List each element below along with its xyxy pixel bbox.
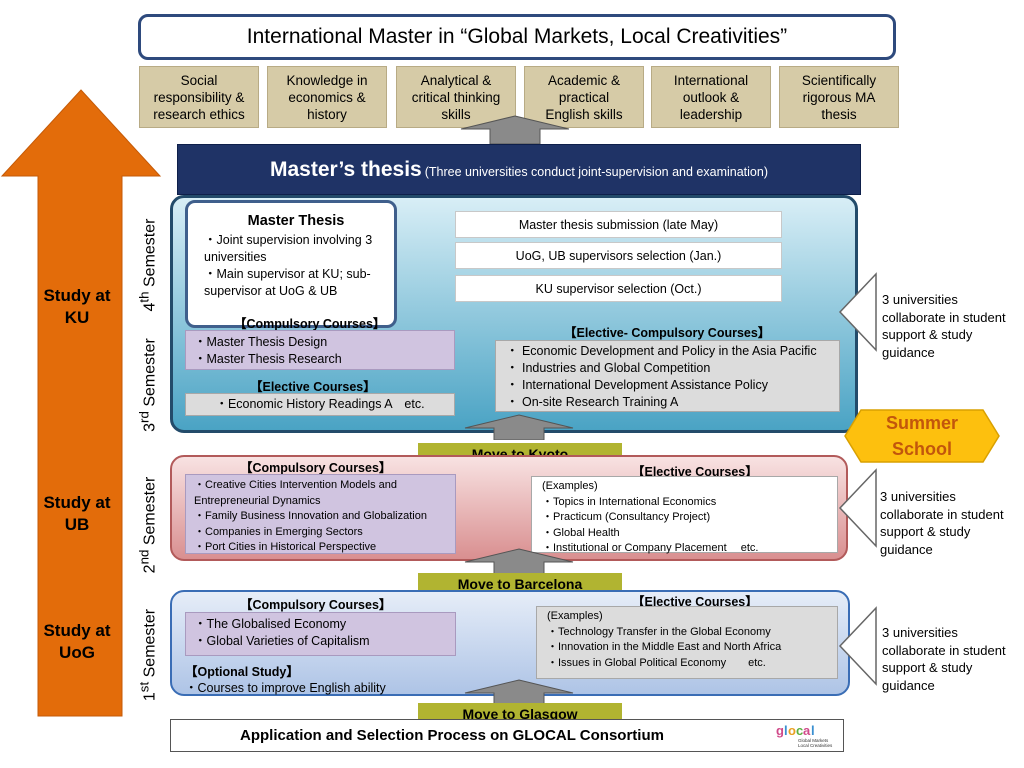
course-item: ・ International Development Assistance P… (506, 378, 768, 392)
uog-compulsory-box: ・The Globalised Economy ・Global Varietie… (185, 612, 456, 656)
schedule-ku-selection: KU supervisor selection (Oct.) (455, 275, 782, 302)
collab-note-uog: 3 universities collaborate in student su… (882, 625, 1006, 693)
course-item: ・Family Business Innovation and Globaliz… (194, 510, 427, 522)
svg-text:Global Markets: Global Markets (798, 738, 829, 743)
course-item: ・Master Thesis Design (194, 335, 328, 349)
program-title: International Master in “Global Markets,… (138, 14, 896, 60)
study-label-ku: Study at KU (43, 286, 111, 327)
course-item: ・ Industries and Global Competition (506, 361, 711, 375)
skill-social-responsibility: Social responsibility & research ethics (139, 66, 259, 128)
move-to-barcelona: Move to Barcelona (418, 573, 622, 595)
thesis-bar-subtitle: (Three universities conduct joint-superv… (424, 165, 768, 179)
course-item: ・Global Varieties of Capitalism (194, 634, 370, 648)
semester-label-1: 1st Semester (136, 608, 159, 702)
uog-compulsory-heading: 【Compulsory Courses】 (240, 598, 392, 612)
up-arrow-to-ku (464, 414, 574, 440)
ub-compulsory-box: ・Creative Cities Intervention Models and… (185, 474, 456, 554)
course-item: ・Innovation in the Middle East and North… (547, 641, 782, 653)
collab-note-ku: 3 universities collaborate in student su… (882, 292, 1006, 360)
svg-text:g: g (776, 723, 784, 738)
collab-note-ub: 3 universities collaborate in student su… (880, 489, 1004, 557)
semester-label-2: 2nd Semester (136, 476, 159, 574)
master-thesis-item: ・Main supervisor at KU; sub-supervisor a… (204, 267, 371, 298)
svg-text:l: l (811, 723, 815, 738)
up-arrow-to-ub (464, 548, 574, 574)
course-item: ・Issues in Global Political Economy etc. (547, 656, 766, 669)
course-item: ・Creative Cities Intervention Models and… (194, 479, 397, 507)
up-arrow-to-skills (460, 115, 570, 145)
skill-thesis: Scientifically rigorous MA thesis (779, 66, 899, 128)
course-item: ・Topics in International Economics (542, 495, 717, 508)
study-label-uog: Study at UoG (43, 621, 111, 662)
examples-label: (Examples) (542, 480, 598, 492)
ku-elective-box: ・Economic History Readings A etc. (185, 393, 455, 416)
study-label-ub: Study at UB (43, 493, 111, 534)
course-item: ・Global Health (542, 526, 620, 539)
schedule-submission: Master thesis submission (late May) (455, 211, 782, 238)
semester-label-4: 4th Semester (136, 218, 159, 312)
skill-english: Academic & practical English skills (524, 66, 644, 128)
svg-text:o: o (788, 723, 796, 738)
application-footer: Application and Selection Process on GLO… (170, 719, 844, 752)
svg-text:a: a (803, 723, 811, 738)
course-item: ・Port Cities in Historical Perspective (194, 541, 377, 553)
up-arrow-to-uog (464, 679, 574, 705)
ku-compulsory-box: ・Master Thesis Design ・Master Thesis Res… (185, 330, 455, 370)
course-item: ・Practicum (Consultancy Project) (542, 511, 711, 523)
collab-pointer-ub (838, 468, 877, 548)
glocal-logo-icon: g l o c a l Global Markets Local Creativ… (776, 723, 833, 748)
glocal-logo: g l o c a l Global Markets Local Creativ… (774, 722, 834, 750)
ub-elective-box: (Examples) ・Topics in International Econ… (531, 476, 838, 554)
summer-school-hexagon (844, 409, 1000, 463)
course-item: ・ On-site Research Training A (506, 395, 679, 409)
skill-knowledge: Knowledge in economics & history (267, 66, 387, 128)
skill-analytical: Analytical & critical thinking skills (396, 66, 516, 128)
course-item: ・Master Thesis Research (194, 352, 342, 366)
semester-label-3: 3rd Semester (136, 338, 159, 432)
course-item: ・Technology Transfer in the Global Econo… (547, 625, 771, 638)
schedule-uog-ub-selection: UoG, UB supervisors selection (Jan.) (455, 242, 782, 269)
master-thesis-title: Master Thesis (247, 213, 345, 229)
summer-school-label: Summer School (885, 413, 959, 459)
uog-elective-box: (Examples) ・Technology Transfer in the G… (536, 606, 838, 679)
uog-elective-heading: 【Elective Courses】 (632, 595, 758, 609)
svg-text:l: l (784, 723, 788, 738)
course-item: ・Institutional or Company Placement etc. (542, 542, 759, 554)
big-orange-arrow (0, 89, 162, 717)
ub-elective-heading: 【Elective Courses】 (632, 465, 758, 479)
course-item: ・The Globalised Economy (194, 617, 347, 631)
uog-optional-heading: 【Optional Study】 (185, 665, 299, 679)
masters-thesis-bar: Master’s thesis (Three universities cond… (177, 144, 861, 195)
ku-compulsory-heading: 【Compulsory Courses】 (234, 317, 386, 331)
collab-pointer-ku (838, 272, 877, 352)
examples-label: (Examples) (547, 610, 603, 622)
ku-elective-heading: 【Elective Courses】 (250, 380, 376, 394)
course-item: ・Companies in Emerging Sectors (194, 525, 363, 538)
svg-text:Local Creativities: Local Creativities (798, 743, 833, 748)
thesis-bar-title: Master’s thesis (270, 157, 422, 181)
skill-international: International outlook & leadership (651, 66, 771, 128)
course-item: ・ Economic Development and Policy in the… (506, 344, 817, 358)
collab-pointer-uog (838, 606, 877, 686)
master-thesis-item: ・Joint supervision involving 3 universit… (204, 233, 373, 264)
master-thesis-box: Master Thesis ・Joint supervision involvi… (185, 200, 397, 328)
ku-elective-compulsory-heading: 【Elective- Compulsory Courses】 (564, 326, 771, 340)
uog-optional-item: ・Courses to improve English ability (185, 681, 386, 695)
ku-elective-compulsory-box: ・ Economic Development and Policy in the… (495, 340, 840, 412)
move-to-glasgow: Move to Glasgow (418, 703, 622, 724)
svg-text:c: c (796, 723, 803, 738)
ub-compulsory-heading: 【Compulsory Courses】 (240, 461, 392, 475)
